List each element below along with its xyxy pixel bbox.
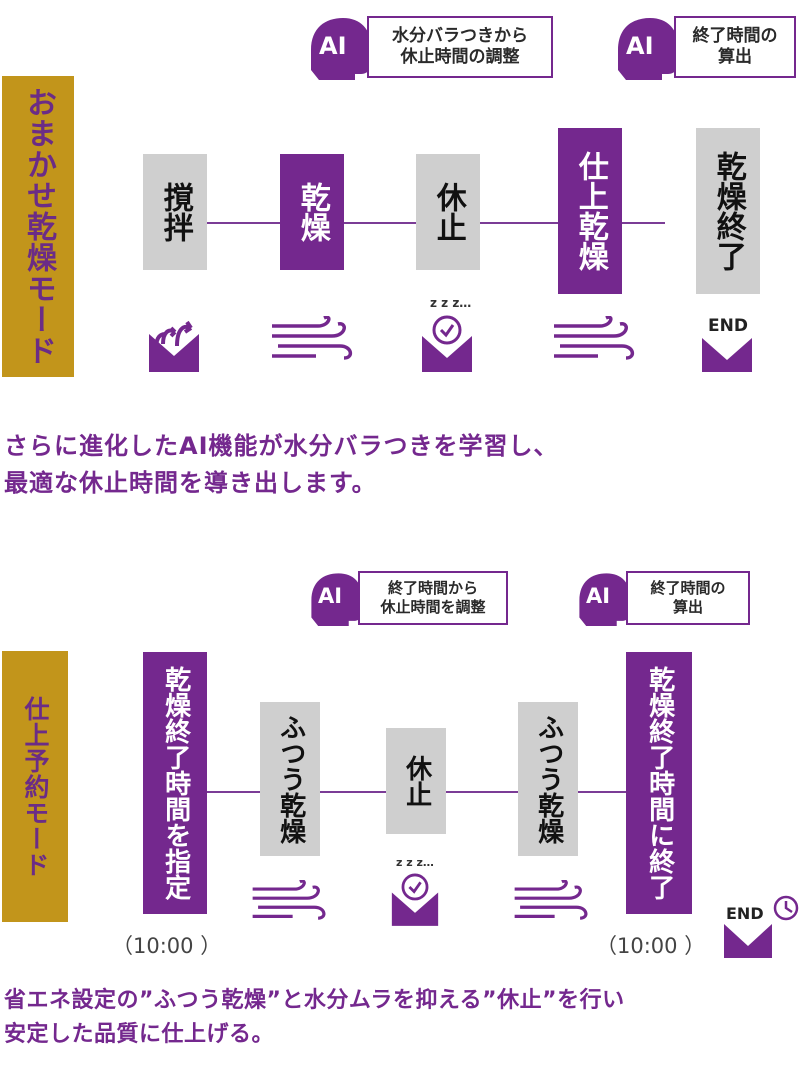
ai-bubble-line: 水分バラつきから [392, 25, 528, 46]
step-dry: 乾燥 [280, 154, 344, 270]
step-label: 休止 [430, 182, 466, 242]
step-normal-dry-1: ふつう乾燥 [260, 702, 320, 856]
step-finish-dry: 仕上乾燥 [558, 128, 622, 294]
step-label: 乾燥終了時間に終了 [644, 666, 675, 900]
mode-label-text: おまかせ乾燥モード [21, 87, 56, 366]
step-pause: 休止 [416, 154, 480, 270]
sleep-clock-icon [422, 315, 472, 372]
ai-bubble-text: 水分バラつきから 休止時間の調整 [367, 16, 553, 78]
end-label: END [708, 316, 748, 336]
step-label: 撹拌 [157, 182, 193, 242]
zzz-label: z z z… [396, 856, 434, 869]
mode-label-text: 仕上予約モード [21, 695, 50, 878]
wind-icon [272, 316, 353, 360]
ai-bubble-line: 終了時間の [692, 25, 778, 46]
ai-badge: AI [319, 32, 347, 60]
end-clock-icon [724, 895, 799, 958]
ai-bubble-line: 休止時間の調整 [400, 47, 520, 67]
step-label: 乾燥 [294, 182, 330, 242]
ai-head-icon [311, 573, 366, 626]
ai-bubble-text: 終了時間の 算出 [626, 571, 750, 625]
wind-icon [554, 316, 635, 360]
end-label: END [726, 904, 764, 923]
step-label: 仕上乾燥 [572, 151, 608, 271]
ai-badge: AI [318, 584, 343, 608]
ai-badge: AI [586, 584, 611, 608]
ai-head-icon [579, 573, 634, 626]
step-pause: 休止 [386, 728, 446, 834]
ai-bubble-line: 算出 [718, 47, 752, 67]
ai-bubble-line: 終了時間から [387, 579, 478, 598]
step-label: 乾燥終了 [710, 151, 746, 271]
step-dry-end: 乾燥終了 [696, 128, 760, 294]
ai-bubble-2: AI 終了時間の 算出 [612, 14, 796, 80]
caption-line: 省エネ設定の”ふつう乾燥”と水分ムラを抑える”休止”を行い [4, 988, 625, 1013]
step-normal-dry-2: ふつう乾燥 [518, 702, 578, 856]
step-end-at-time: 乾燥終了時間に終了 [626, 652, 692, 914]
zzz-label: z z z… [430, 296, 472, 310]
wind-icon [514, 880, 588, 920]
ai-bubble-line: 休止時間を調整 [380, 598, 486, 616]
step-label: 休止 [401, 755, 432, 807]
end-icon [702, 338, 752, 372]
caption-2: 省エネ設定の”ふつう乾燥”と水分ムラを抑える”休止”を行い 安定した品質に仕上げ… [4, 984, 625, 1052]
step-label: ふつう乾燥 [275, 714, 306, 844]
ai-bubble-3: AI 終了時間から 休止時間を調整 [306, 570, 508, 626]
mode-label-omakase: おまかせ乾燥モード [2, 76, 74, 377]
ai-badge: AI [626, 32, 654, 60]
step-label: 乾燥終了時間を指定 [160, 666, 191, 900]
ai-bubble-text: 終了時間の 算出 [674, 16, 796, 78]
wind-icon [252, 880, 326, 920]
step-set-end-time: 乾燥終了時間を指定 [143, 652, 207, 914]
ai-bubble-line: 終了時間の [650, 579, 726, 598]
time-start: （10:00 ） [112, 934, 222, 958]
caption-line: さらに進化したAI機能が水分バラつきを学習し、 [4, 432, 559, 460]
time-end: （10:00 ） [596, 934, 706, 958]
caption-line: 安定した品質に仕上げる。 [4, 1022, 275, 1048]
caption-line: 最適な休止時間を導き出します。 [4, 469, 377, 498]
stir-icon [149, 320, 199, 372]
step-stir: 撹拌 [143, 154, 207, 270]
ai-bubble-line: 算出 [672, 598, 703, 616]
ai-head-icon [311, 18, 375, 80]
step-label: ふつう乾燥 [533, 714, 564, 844]
ai-head-icon [618, 18, 682, 80]
ai-bubble-text: 終了時間から 休止時間を調整 [358, 571, 508, 625]
mode-label-reservation: 仕上予約モード [2, 651, 68, 922]
ai-bubble-4: AI 終了時間の 算出 [574, 570, 750, 626]
ai-bubble-1: AI 水分バラつきから 休止時間の調整 [305, 14, 553, 80]
caption-1: さらに進化したAI機能が水分バラつきを学習し、 最適な休止時間を導き出します。 [4, 428, 559, 502]
sleep-clock-icon [391, 873, 439, 926]
